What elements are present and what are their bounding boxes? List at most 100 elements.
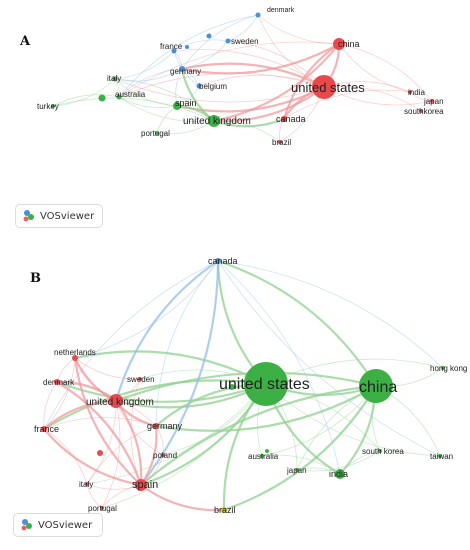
node-japan [295, 468, 299, 472]
node-denmark [255, 12, 261, 18]
node-label-united-states: united states [219, 376, 310, 393]
node-canada [215, 258, 221, 264]
node-poland [161, 453, 165, 457]
node-label-italy: italy [107, 74, 121, 83]
link-italy-portugal [86, 483, 103, 509]
link-united_states-italy [114, 78, 325, 103]
link-canada-hong_kong [217, 260, 444, 369]
node-label-united-states: united states [291, 80, 365, 95]
vosviewer-logo-icon [20, 518, 34, 532]
node-label-germany: germany [147, 421, 183, 431]
node-china [359, 369, 393, 403]
node-label-hong-kong: hong kong [430, 364, 467, 373]
link-sweden-spain [130, 378, 142, 486]
link-united_states-taiwan [265, 383, 441, 457]
link-united_states-italy [86, 383, 267, 485]
link-india-japan [409, 91, 433, 102]
node-label-canada: canada [208, 256, 238, 266]
link-canada-spain [140, 260, 220, 486]
link-canada-netherlands [74, 260, 219, 359]
link-united_kingdom-spain [115, 400, 143, 486]
link-france-italy [43, 428, 88, 485]
node-label-turkey: turkey [37, 102, 59, 111]
link-germany-denmark [181, 14, 259, 70]
node-label-netherlands: netherlands [54, 348, 96, 357]
node-label-south-korea: south korea [362, 447, 404, 456]
link-france-sweden [173, 39, 229, 52]
node-south-korea [378, 449, 382, 453]
link-united_kingdom-germany [180, 68, 215, 122]
link-united_states-belgium [198, 74, 325, 88]
panel-a-labels: denmarkchinafranceswedenitalygermanybelg… [37, 7, 444, 147]
node-india [335, 469, 345, 479]
node-hong-kong [441, 366, 445, 370]
node-label-china: china [338, 39, 360, 49]
node-italy [85, 482, 89, 486]
node-united-states [244, 362, 288, 406]
node-canada [281, 116, 287, 122]
vosviewer-badge-b: VOSviewer [13, 513, 103, 537]
node-label-portugal: portugal [88, 504, 117, 513]
link-united_kingdom-italy [86, 400, 117, 485]
node-south-korea [419, 109, 423, 113]
link-spain-france [43, 428, 142, 487]
node-belgium [196, 83, 202, 89]
node-united-kingdom [109, 394, 123, 408]
node-spain [135, 479, 147, 491]
link-china-india [338, 43, 411, 93]
node-sweden [225, 38, 231, 44]
link-china-spain [140, 384, 377, 486]
node-label-japan: japan [423, 97, 444, 106]
node-india [408, 90, 412, 94]
link-united_states-germany [181, 62, 325, 88]
node-australia [260, 454, 264, 458]
link-france-netherlands [43, 357, 76, 430]
node-united-states [312, 75, 336, 99]
link-germany-italy [114, 68, 183, 82]
link-united_kingdom-portugal [101, 400, 121, 509]
link-united_states-denmark [257, 14, 325, 88]
node-label-sweden: sweden [127, 375, 155, 384]
link-denmark-france [43, 381, 58, 430]
node-label-spain: spain [175, 98, 197, 108]
node-label-taiwan: taiwan [430, 452, 453, 461]
link-china-australia [118, 41, 340, 98]
vosviewer-logo-icon [22, 209, 36, 223]
link-united_kingdom-canada [213, 117, 285, 128]
vosviewer-badge-a-label: VOSviewer [40, 210, 95, 222]
vosviewer-badge-b-label: VOSviewer [38, 519, 93, 531]
link-united_states-hong_kong [265, 358, 444, 385]
link-denmark-australia [118, 14, 259, 98]
node-brazil [278, 140, 282, 144]
link-united_kingdom-brazil [213, 120, 281, 143]
node-spain [173, 102, 181, 110]
vosviewer-badge-a: VOSviewer [15, 204, 103, 228]
link-germany-denmark [56, 381, 157, 427]
link-united_kingdom-australia [118, 96, 215, 123]
node-label-united-kingdom: united kingdom [183, 116, 251, 127]
link-united_states-france [43, 379, 267, 430]
unlabeled-node-1 [98, 94, 106, 102]
node-label-south-korea: southkorea [404, 107, 444, 116]
unlabeled-node-0 [206, 33, 212, 39]
node-france [41, 426, 47, 432]
node-label-denmark: denmark [267, 7, 295, 14]
node-spain-x [265, 449, 269, 453]
node-label-portugal: portugal [141, 129, 170, 138]
panel-a-letter: A [19, 34, 31, 49]
panel-a-nodes [51, 12, 434, 144]
node-label-india: india [408, 88, 425, 97]
link-china-canada [217, 259, 377, 387]
link-australia-turkey [52, 94, 120, 107]
link-germany-australia [118, 68, 183, 98]
node-portugal [100, 506, 104, 510]
link-sweden-netherlands [74, 357, 141, 380]
node-label-china: china [359, 379, 397, 396]
link-united_states-portugal [101, 383, 267, 509]
node-label-australia: australia [115, 90, 146, 99]
node-label-belgium: belgium [199, 82, 227, 91]
node-label-canada: canada [276, 114, 306, 124]
